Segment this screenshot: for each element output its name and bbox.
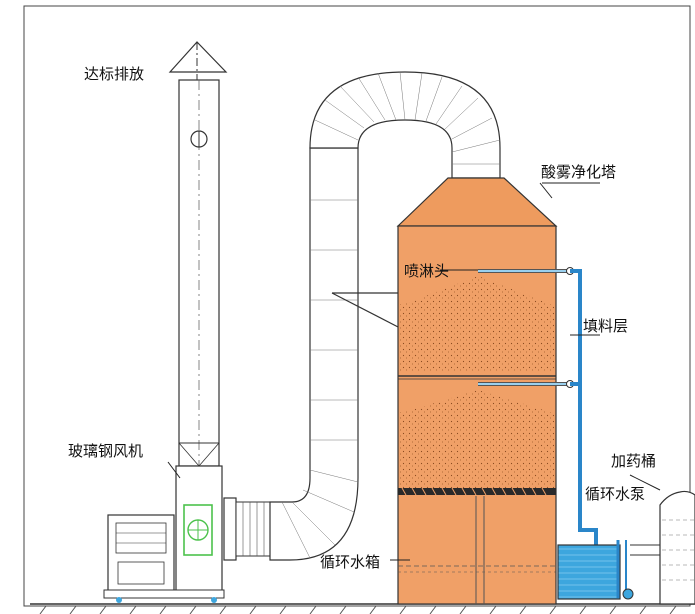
packing-lower: [400, 412, 554, 488]
exhaust-label: 达标排放: [84, 65, 145, 83]
support-grid: [398, 488, 556, 495]
pump-icon: [622, 588, 634, 600]
exhaust-stack: [168, 41, 228, 467]
tower-hood: [396, 177, 558, 227]
tower-label: 酸雾净化塔: [541, 163, 617, 181]
circulation-piping: [555, 269, 634, 604]
ductwork: [223, 71, 501, 561]
packing-layer-label: 填料层: [583, 317, 629, 335]
spray-head-label: 喷淋头: [404, 262, 450, 280]
pump-label: 循环水泵: [585, 485, 646, 503]
pump-tank: [557, 544, 621, 600]
leader-lines: [167, 182, 661, 561]
packing-upper: [400, 304, 554, 372]
fan-label: 玻璃钢风机: [68, 442, 144, 460]
rain-cap-icon: [168, 41, 228, 73]
dosing-tank-unit: [630, 490, 695, 605]
fan-unit: [103, 465, 225, 603]
ground: [30, 603, 695, 614]
dosing-tank-label: 加药桶: [611, 452, 657, 470]
water-tank-label: 循环水箱: [320, 553, 381, 571]
acid-mist-tower: [396, 177, 574, 605]
drawing-frame: [23, 5, 691, 607]
